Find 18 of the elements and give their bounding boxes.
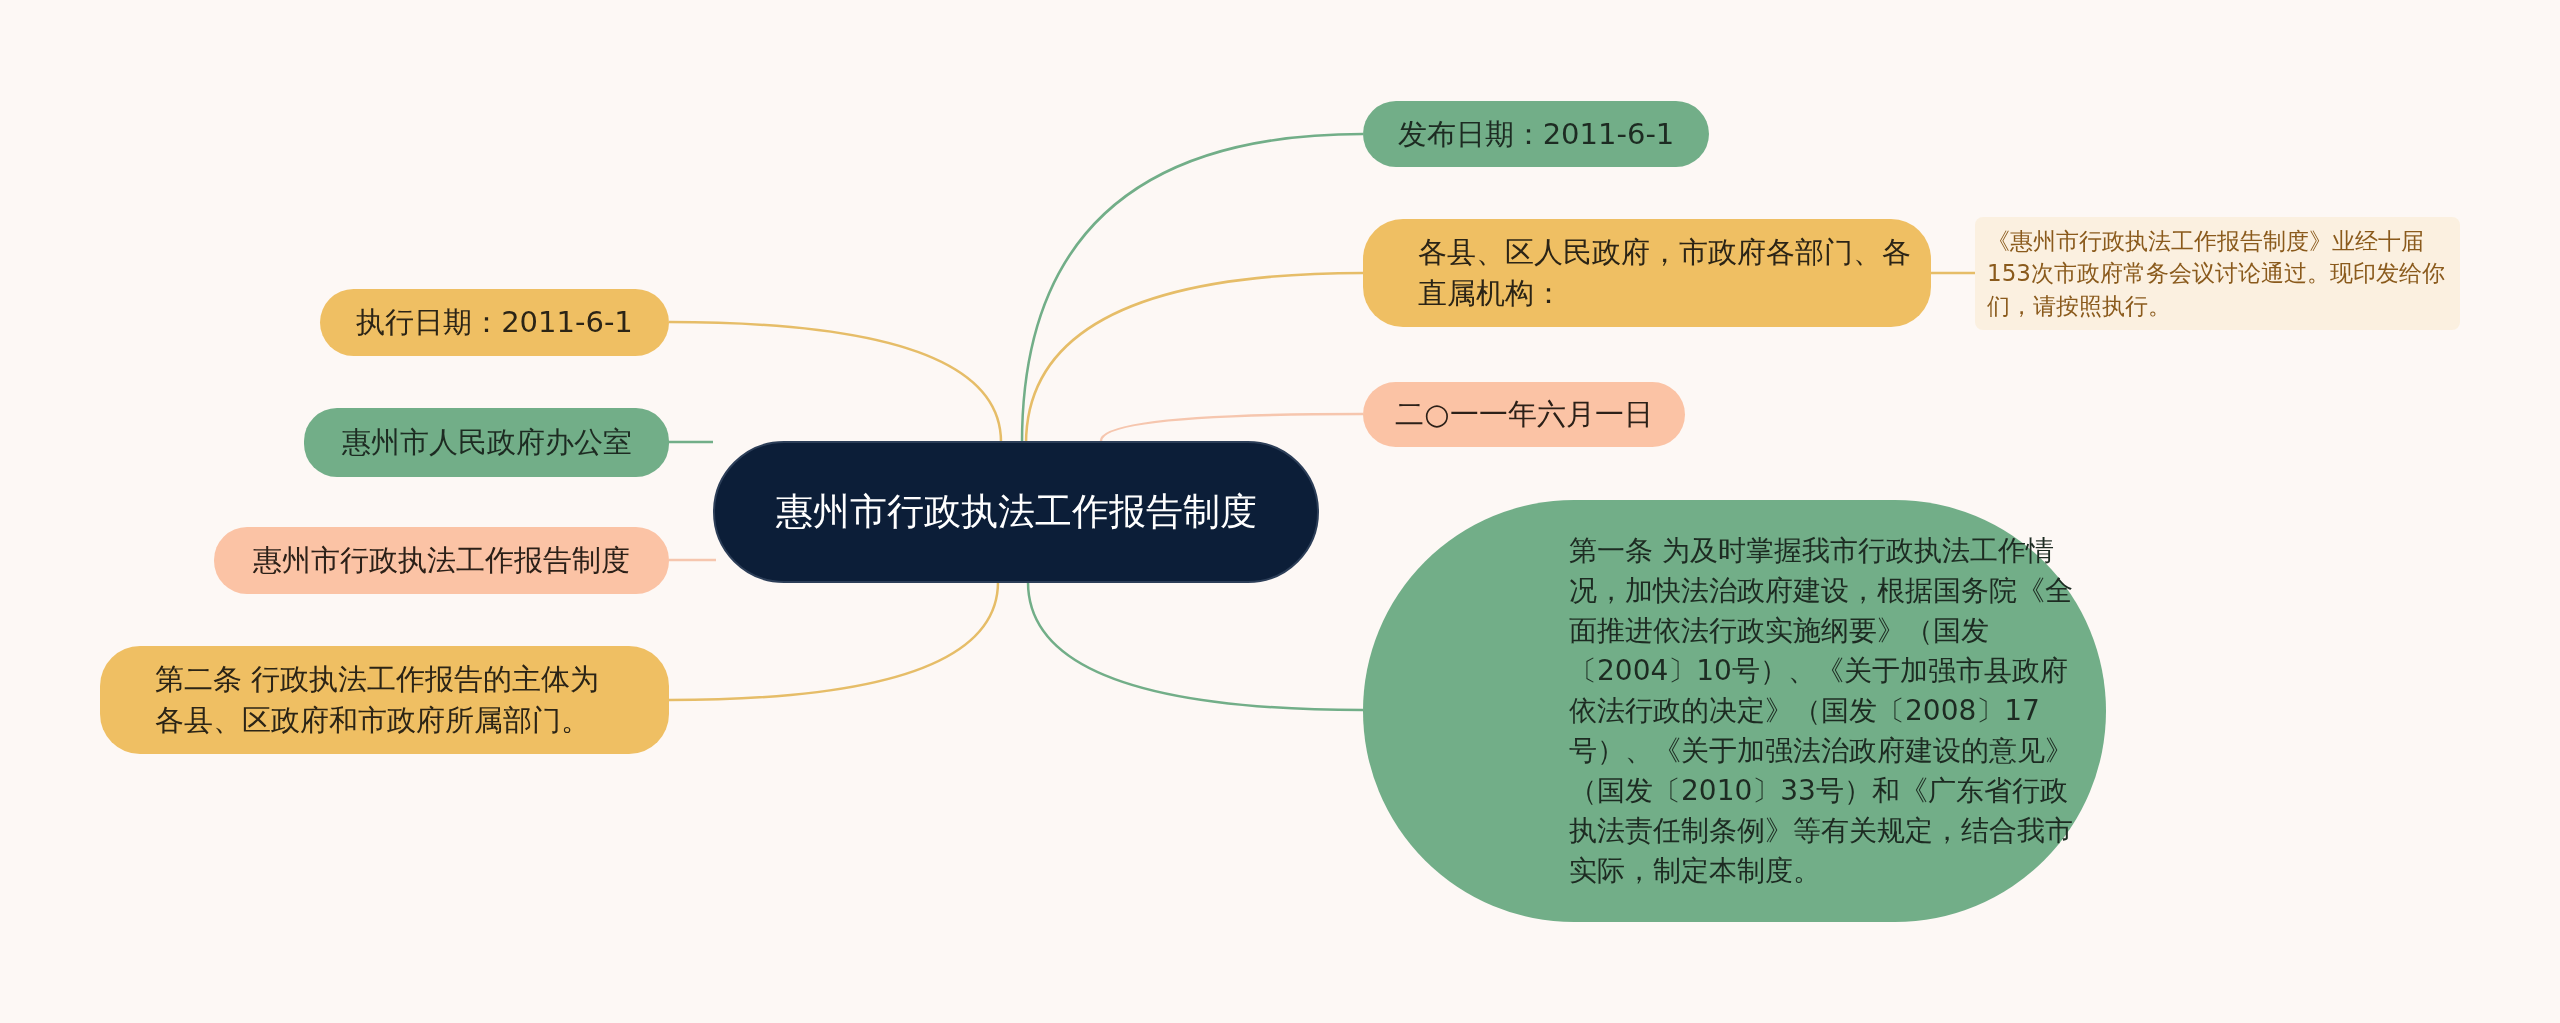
topic-box: 执行日期：2011-6-1 <box>320 289 669 356</box>
connector-line <box>1099 412 1363 442</box>
topic-box: 惠州市行政执法工作报告制度 <box>214 527 669 594</box>
connector-line <box>669 320 1003 443</box>
topic-box: 第二条 行政执法工作报告的主体为各县、区政府和市政府所属部门。 <box>100 646 669 754</box>
topic-box: 发布日期：2011-6-1 <box>1363 101 1709 167</box>
connector-line <box>1026 581 1364 712</box>
central-topic-box: 惠州市行政执法工作报告制度 <box>713 441 1319 583</box>
topic-box: 二○一一年六月一日 <box>1363 382 1685 447</box>
note-box: 《惠州市行政执法工作报告制度》业经十届153次市政府常务会议讨论通过。现印发给你们，请按照执行。 <box>1975 217 2460 330</box>
connector-line <box>669 440 713 444</box>
connector-line <box>669 558 716 562</box>
connector-line <box>1931 271 1975 275</box>
connector-line <box>669 581 1000 702</box>
topic-box: 各县、区人民政府，市政府各部门、各直属机构： <box>1363 219 1931 327</box>
topic-box: 惠州市人民政府办公室 <box>304 408 669 477</box>
connector-line <box>1020 132 1364 444</box>
topic-box: 第一条 为及时掌握我市行政执法工作情况，加快法治政府建设，根据国务院《全面推进依法行政实施纲要》（国发〔2004〕10号）、《关于加强市县政府依法行政的决定》（国发〔2008〕17号）、《关于加强法治政府建设的意见》（国发〔2010〕33号）和《广东省行政执法责任制条例》等有关规定，结合我市实际，制定本制度。 <box>1363 500 2106 922</box>
